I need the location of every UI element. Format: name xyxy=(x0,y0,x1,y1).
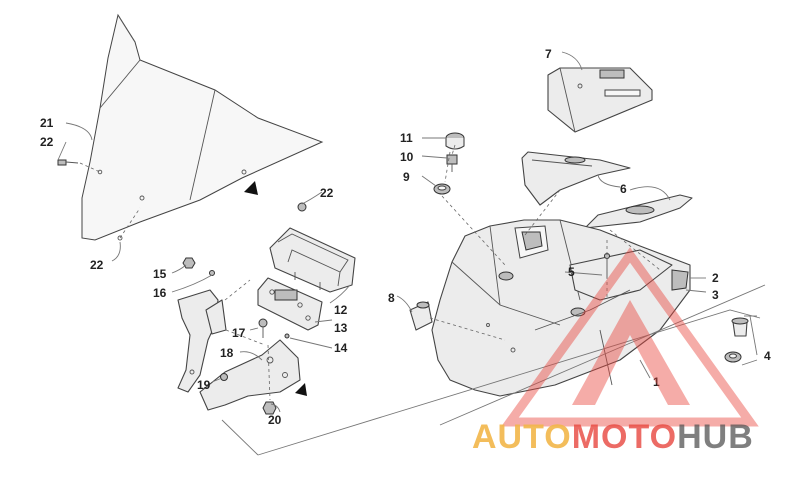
callout-5: 5 xyxy=(568,265,575,279)
top-cover-7 xyxy=(547,67,653,133)
callout-1: 1 xyxy=(653,375,660,389)
front-fairing xyxy=(431,219,691,397)
callout-2: 2 xyxy=(712,271,719,285)
grommet-9 xyxy=(433,183,451,195)
callout-6: 6 xyxy=(620,182,627,196)
screw-22-left xyxy=(57,159,79,166)
bolt-17 xyxy=(258,318,268,338)
callout-7: 7 xyxy=(545,47,552,61)
callout-labels: 1 2 3 4 5 6 7 8 9 10 11 12 13 14 15 16 1… xyxy=(40,47,771,427)
callout-19: 19 xyxy=(197,378,211,392)
part-4-plug xyxy=(731,317,749,337)
screw-19 xyxy=(220,373,228,381)
callout-22-right: 22 xyxy=(320,186,334,200)
callout-22-bottom: 22 xyxy=(90,258,104,272)
group-bracket-lines xyxy=(221,284,766,456)
callout-17: 17 xyxy=(232,326,246,340)
callout-15: 15 xyxy=(153,267,167,281)
callout-8: 8 xyxy=(388,291,395,305)
watermark-logo: AUTOMOTOHUB xyxy=(472,247,759,456)
callout-16: 16 xyxy=(153,286,167,300)
callout-11: 11 xyxy=(400,131,413,145)
callout-18: 18 xyxy=(220,346,234,360)
callout-13: 13 xyxy=(334,321,348,335)
callout-9: 9 xyxy=(403,170,410,184)
svg-text:AUTOMOTOHUB: AUTOMOTOHUB xyxy=(472,418,754,456)
watermark-moto: MOTO xyxy=(572,418,677,456)
switch-10 xyxy=(446,154,458,172)
fastener-14 xyxy=(284,333,290,339)
arrow-marker xyxy=(244,181,258,195)
instrument-cluster xyxy=(269,227,356,293)
part-4-washer xyxy=(724,351,742,363)
watermark-hub: HUB xyxy=(677,418,754,456)
callout-3: 3 xyxy=(712,288,719,302)
callout-21: 21 xyxy=(40,116,54,130)
leader-lines xyxy=(57,51,707,413)
callout-10: 10 xyxy=(400,150,414,164)
callout-14: 14 xyxy=(334,341,348,355)
callout-12: 12 xyxy=(334,303,348,317)
connector-8 xyxy=(409,301,433,331)
windshield xyxy=(81,13,324,241)
nut-20 xyxy=(262,401,277,415)
watermark-auto: AUTO xyxy=(472,418,572,456)
callout-4: 4 xyxy=(764,349,771,363)
callout-22-left: 22 xyxy=(40,135,54,149)
screw-22-right xyxy=(297,202,307,212)
lens-upper-6 xyxy=(521,151,631,206)
washer-16 xyxy=(209,270,215,276)
switch-cap-11 xyxy=(445,132,465,150)
bracket-arrow-marker xyxy=(295,383,307,396)
assembly-guide-lines xyxy=(79,144,661,401)
callout-20: 20 xyxy=(268,413,282,427)
cluster-mount-plate xyxy=(257,277,323,331)
lens-lower-6 xyxy=(584,194,693,229)
instrument-bracket xyxy=(177,289,301,411)
